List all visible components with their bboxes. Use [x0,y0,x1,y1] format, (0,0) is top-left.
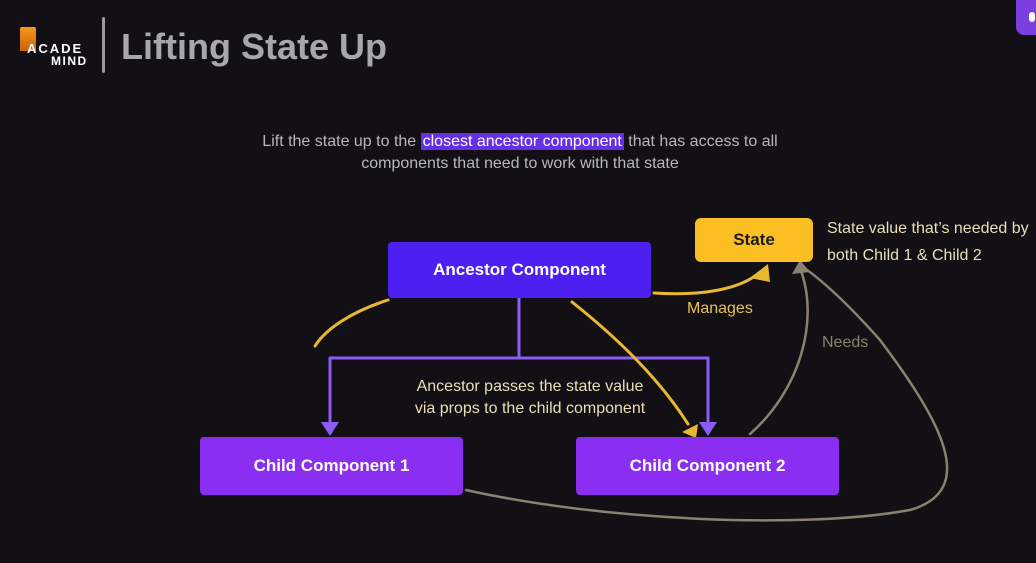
ancestor-to-child2-arrow [570,300,690,426]
needs-label: Needs [822,334,869,351]
state-note: State value that’s needed by both Child 1… [827,215,1029,269]
needs-arrow-child1 [464,263,949,522]
ancestor-component-node: Ancestor Component [388,242,651,298]
props-note-line1: Ancestor passes the state value [416,378,644,395]
logo-text-line1: ACADE [27,41,84,56]
child-component-1-node: Child Component 1 [200,437,463,495]
state-note-line1: State value that’s needed by [827,220,1029,237]
arrowhead-child2-yellow [682,424,698,438]
side-panel-toggle-button[interactable] [1016,0,1036,35]
needs-arrow-child2 [748,266,809,436]
chevron-icon [1029,12,1035,22]
arrowhead-needs [792,260,810,274]
header-divider [102,17,105,73]
logo-text-line2: MIND [51,54,88,68]
arrowhead-child1 [321,422,339,436]
slide-title: Lifting State Up [121,26,387,67]
props-note: Ancestor passes the state value via props… [380,376,680,420]
arrowhead-state [750,264,770,282]
intro-after: that has access to all components that n… [361,133,778,172]
intro-text: Lift the state up to the closest ancesto… [220,131,820,175]
props-note-line2: via props to the child component [414,400,646,417]
academind-logo-icon [20,27,36,51]
props-connector [328,296,710,426]
intro-before: Lift the state up to the [262,133,421,150]
ancestor-left-arc [313,298,390,348]
intro-highlight: closest ancestor component [420,133,624,150]
manages-arrow [652,270,762,296]
state-note-line2: both Child 1 & Child 2 [827,247,982,264]
state-node: State [695,218,813,262]
arrowhead-child2 [699,422,717,436]
manages-label: Manages [687,300,753,317]
child-component-2-node: Child Component 2 [576,437,839,495]
